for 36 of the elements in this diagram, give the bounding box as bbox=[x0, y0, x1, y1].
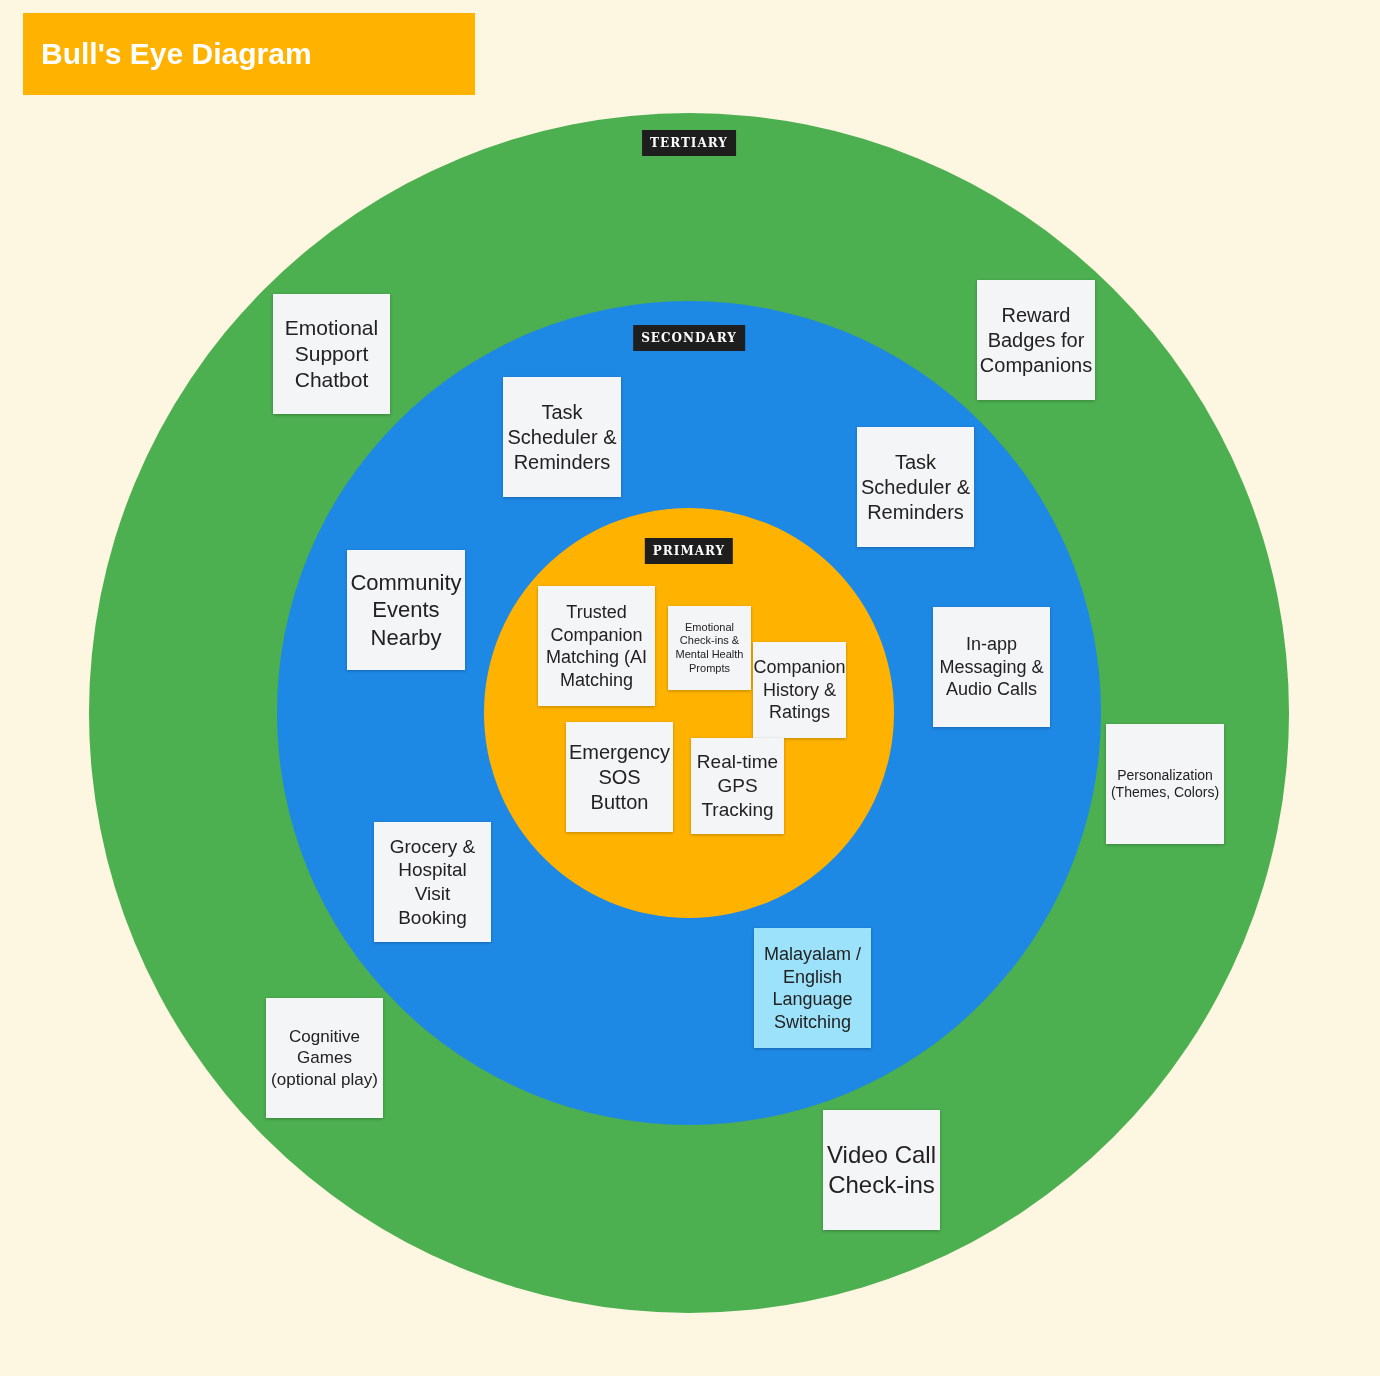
note-text: In-app Messaging & Audio Calls bbox=[938, 633, 1045, 701]
note-text: Malayalam / English Language Switching bbox=[763, 943, 862, 1033]
sticky-note bbox=[933, 607, 1050, 727]
sticky-note bbox=[857, 427, 974, 547]
sticky-note bbox=[566, 722, 673, 832]
sticky-note bbox=[374, 822, 491, 942]
note-text: Emotional Check-ins & Mental Health Prompts bbox=[674, 620, 745, 676]
note-text: Emotional Support Chatbot bbox=[283, 314, 380, 394]
note-text: Video Call Check-ins bbox=[827, 1140, 936, 1200]
title-banner: Bull's Eye Diagram bbox=[23, 13, 475, 95]
sticky-note bbox=[266, 998, 383, 1118]
zone-label: TERTIARY bbox=[642, 130, 736, 156]
sticky-note bbox=[977, 280, 1095, 400]
sticky-note bbox=[503, 377, 621, 497]
zone-label: PRIMARY bbox=[644, 538, 734, 564]
note-text: Grocery & Hospital Visit Booking bbox=[388, 834, 477, 930]
note-text: Trusted Companion Matching (AI Matching bbox=[544, 601, 648, 691]
note-text: Companion History & Ratings bbox=[753, 656, 846, 724]
sticky-note bbox=[753, 642, 846, 738]
sticky-note bbox=[538, 586, 655, 706]
zone-label: SECONDARY bbox=[633, 325, 745, 351]
sticky-note bbox=[1106, 724, 1224, 844]
sticky-note bbox=[754, 928, 871, 1048]
sticky-note bbox=[668, 606, 751, 690]
sticky-note bbox=[691, 738, 784, 834]
note-text: Community Events Nearby bbox=[350, 568, 462, 652]
sticky-note bbox=[273, 294, 390, 414]
note-text: Personalization (Themes, Colors) bbox=[1110, 766, 1220, 802]
note-text: Emergency SOS Button bbox=[568, 739, 671, 815]
note-text: Task Scheduler & Reminders bbox=[507, 399, 617, 475]
note-text: Task Scheduler & Reminders bbox=[861, 449, 970, 525]
note-text: Real-time GPS Tracking bbox=[695, 750, 780, 822]
note-text: Cognitive Games (optional play) bbox=[270, 1026, 379, 1090]
sticky-note bbox=[823, 1110, 940, 1230]
sticky-note bbox=[347, 550, 465, 670]
note-text: Reward Badges for Companions bbox=[979, 302, 1093, 378]
